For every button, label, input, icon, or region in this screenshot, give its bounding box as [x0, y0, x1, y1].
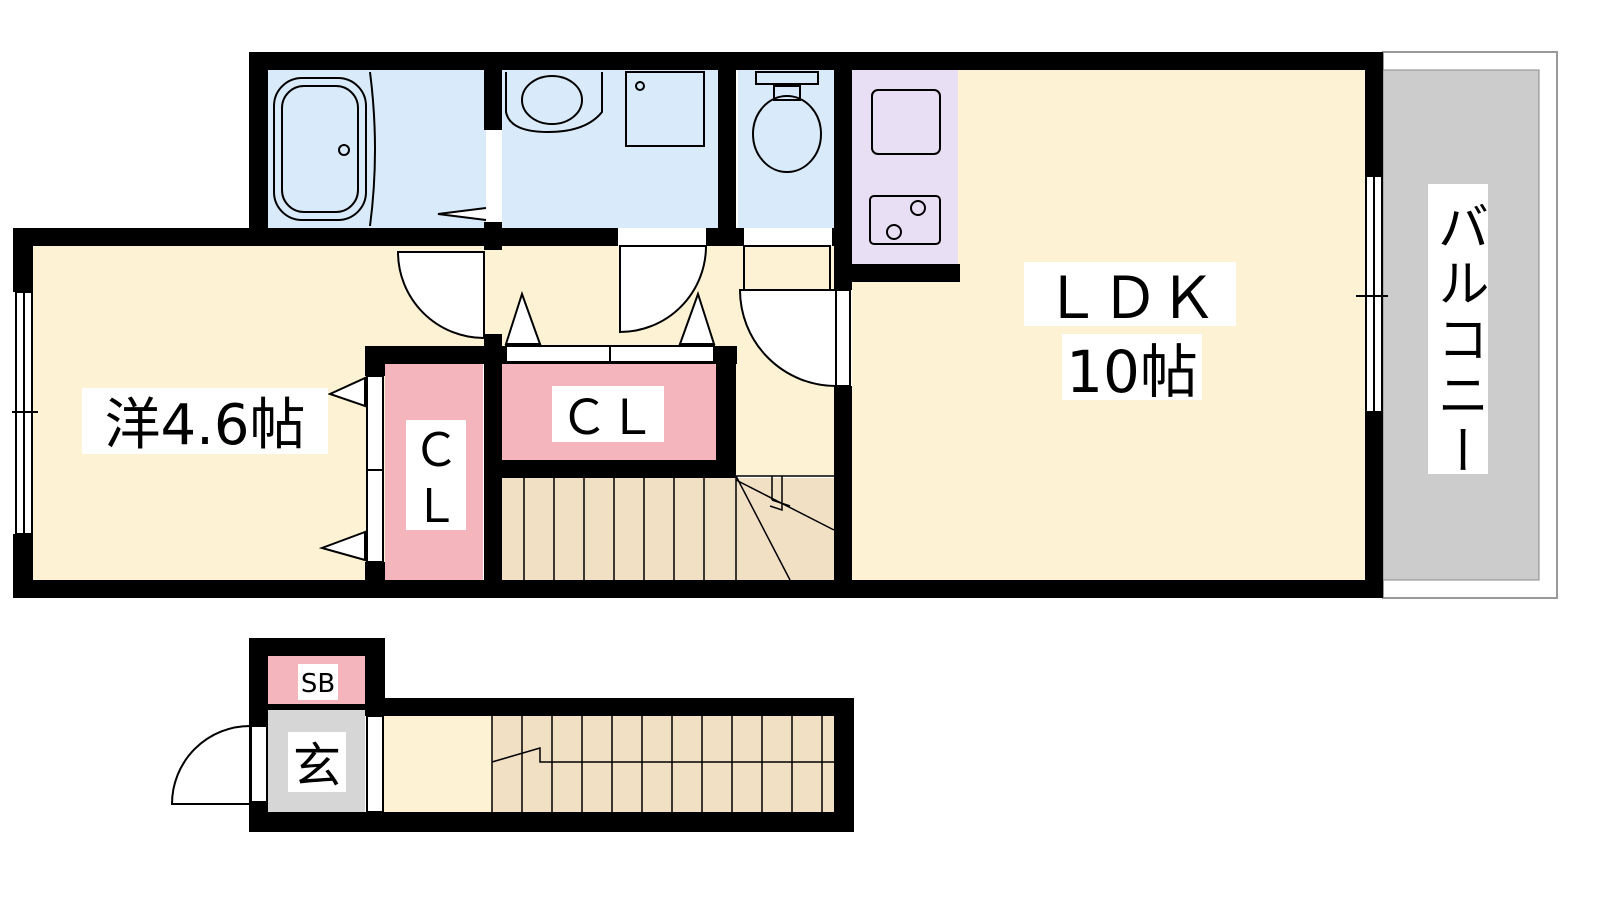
- wall-lower-top-a: [249, 638, 385, 656]
- wall-closet-mid: [484, 334, 502, 598]
- lower-stairs-floor: [492, 716, 834, 812]
- kitchen-sink: [871, 89, 941, 155]
- wall-hall-ldk: [834, 386, 852, 598]
- toilet-floor: [738, 70, 835, 228]
- kitchen-stove: [869, 195, 941, 245]
- shoe-box-label: SB: [301, 669, 335, 699]
- closet-left-label-l: Ｌ: [413, 479, 459, 533]
- wall-lower-sb-right: [365, 638, 385, 698]
- washing-machine-pan: [625, 71, 705, 147]
- wall-bath-left: [249, 52, 268, 246]
- windows: [12, 175, 1388, 535]
- balcony-label: バルコニー: [1428, 200, 1488, 480]
- ldk-label: ＬＤＫ: [1043, 264, 1217, 332]
- stairs-upper: [523, 475, 835, 581]
- bathroom-floor: [268, 70, 486, 228]
- wall-wet-bottom-a: [268, 228, 618, 246]
- door-entrance: [170, 724, 251, 805]
- closet-right-label: ＣＬ: [560, 390, 656, 446]
- wall-closet-bottom: [502, 460, 736, 478]
- wall-wet-bottom-c: [832, 228, 852, 246]
- shower-wall: [369, 71, 376, 227]
- entrance-label: 玄: [293, 738, 341, 794]
- bath-door: [437, 207, 487, 221]
- toilet-tank: [755, 71, 819, 85]
- bathtub-outer: [273, 77, 367, 221]
- stairs-floor: [502, 478, 835, 580]
- wall-toilet-kitchen: [834, 52, 852, 290]
- wall-wash-toilet: [718, 52, 736, 246]
- door-ldk: [738, 289, 837, 388]
- wall-bath-wash: [484, 52, 502, 130]
- wall-closet-right: [716, 346, 736, 476]
- door-western: [396, 251, 485, 340]
- labels: 洋4.6帖 ＬＤＫ 10帖 バルコニー ＣＬ Ｃ Ｌ SB 玄: [82, 184, 1488, 794]
- washroom-floor: [502, 70, 720, 228]
- wall-bottom: [13, 580, 1383, 598]
- wall-lower-bottom: [249, 812, 854, 832]
- wall-right-lower: [1365, 412, 1383, 598]
- wall-closet-left: [365, 346, 385, 376]
- wall-lower-top-b: [365, 698, 854, 716]
- washbasin: [505, 72, 603, 134]
- bathtub-inner: [281, 85, 359, 213]
- lower-hall-floor: [384, 716, 492, 812]
- wall-closet-left-low: [365, 562, 385, 598]
- wall-left-vertical-upper: [13, 228, 33, 292]
- door-washroom: [619, 245, 708, 334]
- kitchen-counter: [852, 70, 958, 264]
- wall-top: [249, 52, 1383, 70]
- wall-left: [13, 228, 268, 246]
- western-room-label: 洋4.6帖: [104, 393, 305, 458]
- wall-sb-bottom: [268, 704, 365, 710]
- doors: [170, 245, 851, 813]
- fixtures: [273, 71, 941, 563]
- wall-lower-right: [834, 698, 854, 832]
- bathtub-drain: [338, 144, 350, 156]
- toilet-bowl: [752, 95, 822, 173]
- stairs-lower: [491, 716, 834, 812]
- closet-left-label-c: Ｃ: [413, 423, 459, 477]
- wall-kitchen-bottom: [834, 264, 960, 282]
- ldk-size-label: 10帖: [1066, 338, 1198, 406]
- washbasin-bowl: [521, 75, 583, 125]
- wall-lower-left-a: [249, 638, 268, 726]
- toilet-seat-base: [773, 85, 801, 101]
- wall-right-upper: [1365, 52, 1383, 176]
- wall-wet-bottom-b: [706, 228, 744, 246]
